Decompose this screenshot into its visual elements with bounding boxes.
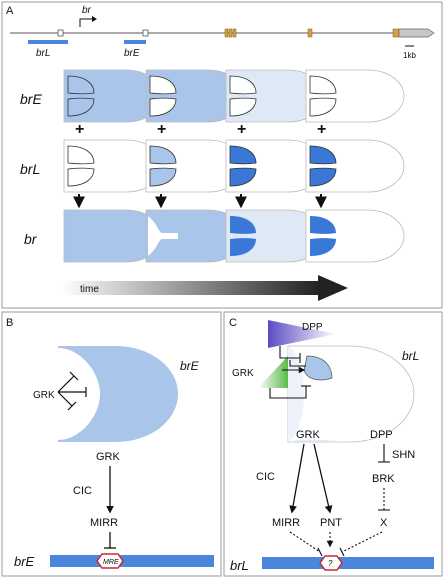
brE-enhancer-bar: [124, 40, 146, 44]
br-dorsal-lower-4: [310, 238, 336, 256]
brE-dorsal-lower-3: [229, 97, 257, 117]
panel-c-brk: BRK: [372, 473, 395, 485]
brE-dorsal-upper-4: [309, 75, 337, 95]
panel-c-convergence: [289, 531, 383, 557]
brL-dorsal-lower-1: [67, 167, 95, 187]
panel-c-dpp-top: DPP: [302, 322, 323, 333]
grk-inhibition-arrows: [57, 371, 87, 411]
panel-c-grk: GRK: [296, 429, 321, 441]
utr-arrow: [398, 28, 435, 38]
brL-dorsal-lower-3: [229, 167, 257, 187]
panel-a-frame: [1, 1, 443, 309]
brE-dorsal-lower-2: [149, 97, 177, 117]
panel-b-title: brE: [180, 359, 200, 373]
panel-c-grk-left: GRK: [232, 368, 254, 379]
panel-b-enhancer-bar: [50, 555, 214, 567]
row-label-br: br: [24, 231, 38, 247]
panel-b-mirr: MIRR: [90, 517, 118, 529]
panel-b-frame: [1, 311, 222, 577]
panel-c-frame: [223, 311, 443, 577]
plus-sign-3: +: [237, 121, 246, 138]
mre-label: MRE: [103, 559, 119, 566]
panel-b-grk-inside: GRK: [33, 390, 55, 401]
brL-dorsal-lower-4: [309, 167, 337, 187]
brE-dorsal-upper-2: [149, 75, 177, 95]
panel-c-egg: [287, 345, 415, 443]
tss-arrow: [79, 18, 92, 27]
unknown-element: [319, 555, 343, 571]
panel-b-bar-label: brE: [14, 554, 35, 569]
row-label-brL: brL: [20, 161, 40, 177]
panel-c-letter: C: [229, 317, 237, 329]
unknown-element-label: ?: [328, 559, 333, 568]
coding-exon-2: [228, 28, 233, 38]
coding-exon-5: [392, 28, 400, 38]
brL-enhancer-label: brL: [36, 48, 50, 59]
panel-b-egg: [58, 346, 178, 442]
brk-inhibits-x: [378, 488, 390, 511]
grk-to-pnt: [313, 443, 333, 514]
panel-c-cic: CIC: [256, 471, 275, 483]
panel-c-mirr: MIRR: [272, 517, 300, 529]
scale-label: 1kb: [403, 51, 416, 60]
brL-dorsal-upper-2: [149, 145, 177, 165]
brE-dorsal-lower-4: [309, 97, 337, 117]
panel-b-letter: B: [6, 317, 13, 329]
panel-c-dpp: DPP: [370, 429, 393, 441]
panel-c-enhancer-bar: [262, 557, 434, 569]
brL-dorsal-lower-2: [149, 167, 177, 187]
gene-label: br: [82, 5, 92, 16]
brL-dorsal-upper-3: [229, 145, 257, 165]
brL-dorsal-upper-1: [67, 145, 95, 165]
panel-c-title: brL: [402, 349, 419, 363]
panel-c-bar-label: brL: [230, 558, 249, 573]
coding-exon-1: [224, 28, 229, 38]
panel-c-shn: SHN: [392, 449, 415, 461]
grk-gradient: [258, 356, 288, 388]
brL-dorsal-upper-4: [309, 145, 337, 165]
row-label-brE: brE: [20, 91, 42, 107]
exon-1: [57, 29, 64, 37]
grk-to-mirr: [289, 443, 305, 514]
plus-sign-1: +: [75, 121, 84, 138]
time-label: time: [80, 284, 99, 295]
coding-exon-4: [307, 28, 313, 38]
dpp-gradient: [268, 320, 336, 348]
panel-b-grk: GRK: [96, 451, 121, 463]
panel-c-x: X: [380, 517, 388, 529]
gene-model: br brL brE 1kb: [10, 5, 435, 60]
dpp-inhibits-shn: [378, 444, 390, 463]
plus-sign-2: +: [157, 121, 166, 138]
brE-dorsal-upper-3: [229, 75, 257, 95]
panel-b-cic: CIC: [73, 485, 92, 497]
br-dorsal-upper-4: [310, 216, 336, 234]
brE-dorsal-upper-1: [67, 75, 95, 95]
panel-c-pnt: PNT: [320, 517, 342, 529]
panel-c-regulation: [269, 346, 311, 399]
plus-sign-4: +: [317, 121, 326, 138]
exon-2: [142, 29, 149, 37]
br-dorsal-clearing: [148, 216, 178, 256]
brE-dorsal-lower-1: [67, 97, 95, 117]
mre-element: [96, 553, 124, 569]
coding-exon-3: [232, 28, 237, 38]
panel-b-inhibit: [104, 532, 116, 549]
egg-chamber-grid: + + + +: [63, 69, 405, 263]
brL-enhancer-bar: [28, 40, 68, 44]
time-arrow: time: [62, 275, 348, 301]
br-dorsal-upper-3: [230, 216, 256, 234]
brE-enhancer-label: brE: [124, 48, 140, 59]
panel-a-letter: A: [6, 5, 14, 17]
br-dorsal-lower-3: [230, 238, 256, 256]
